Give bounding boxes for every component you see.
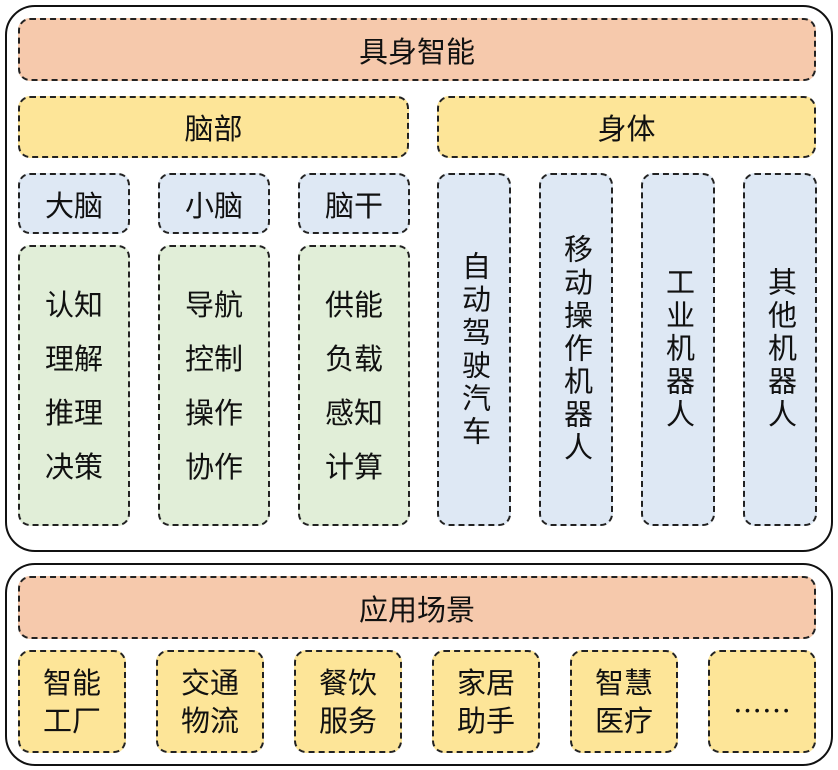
scenario-line: 医疗	[594, 703, 653, 738]
scenario-item: 家居助手	[432, 650, 540, 753]
scenario-line: 工厂	[42, 703, 101, 738]
brain-part: 脑干	[298, 173, 410, 234]
body-item: 自动驾驶汽车	[437, 173, 511, 526]
function-item: 协作	[184, 449, 243, 484]
function-item: 控制	[184, 341, 243, 376]
scenario-line: ……	[733, 684, 791, 719]
scenario-line: 家居	[456, 665, 515, 700]
brain-part: 小脑	[158, 173, 270, 234]
function-item: 负载	[324, 341, 383, 376]
scenario-item: ……	[708, 650, 816, 753]
scenario-item: 餐饮服务	[294, 650, 402, 753]
scenario-line: 智慧	[594, 665, 653, 700]
body-item-label: 移动操作机器人	[559, 234, 594, 465]
scenario-line: 助手	[456, 703, 515, 738]
body-item-label: 其他机器人	[763, 267, 798, 432]
body-item-label: 工业机器人	[661, 267, 696, 432]
body-item: 其他机器人	[743, 173, 817, 526]
brain-functions: 认知理解推理决策	[18, 245, 130, 526]
function-item: 决策	[44, 449, 103, 484]
scenario-item: 交通物流	[156, 650, 264, 753]
function-item: 认知	[44, 287, 103, 322]
body-item: 移动操作机器人	[539, 173, 613, 526]
function-item: 理解	[44, 341, 103, 376]
brain-part: 大脑	[18, 173, 130, 234]
scenario-item: 智能工厂	[18, 650, 126, 753]
scenario-header: 应用场景	[18, 576, 816, 639]
body-item: 工业机器人	[641, 173, 715, 526]
embodied-ai-title: 具身智能	[18, 18, 816, 81]
scenario-line: 服务	[318, 703, 377, 738]
embodied-ai-panel	[5, 5, 833, 552]
brain-functions: 导航控制操作协作	[158, 245, 270, 526]
body-header: 身体	[437, 96, 816, 158]
function-item: 导航	[184, 287, 243, 322]
scenario-line: 餐饮	[318, 665, 377, 700]
function-item: 操作	[184, 395, 243, 430]
function-item: 供能	[324, 287, 383, 322]
body-item-label: 自动驾驶汽车	[457, 250, 492, 449]
brain-functions: 供能负载感知计算	[298, 245, 410, 526]
function-item: 推理	[44, 395, 103, 430]
brain-header: 脑部	[18, 96, 409, 158]
scenario-line: 物流	[180, 703, 239, 738]
function-item: 计算	[324, 449, 383, 484]
scenario-item: 智慧医疗	[570, 650, 678, 753]
function-item: 感知	[324, 395, 383, 430]
scenario-line: 交通	[180, 665, 239, 700]
scenario-line: 智能	[42, 665, 101, 700]
scenario-panel	[5, 563, 833, 766]
